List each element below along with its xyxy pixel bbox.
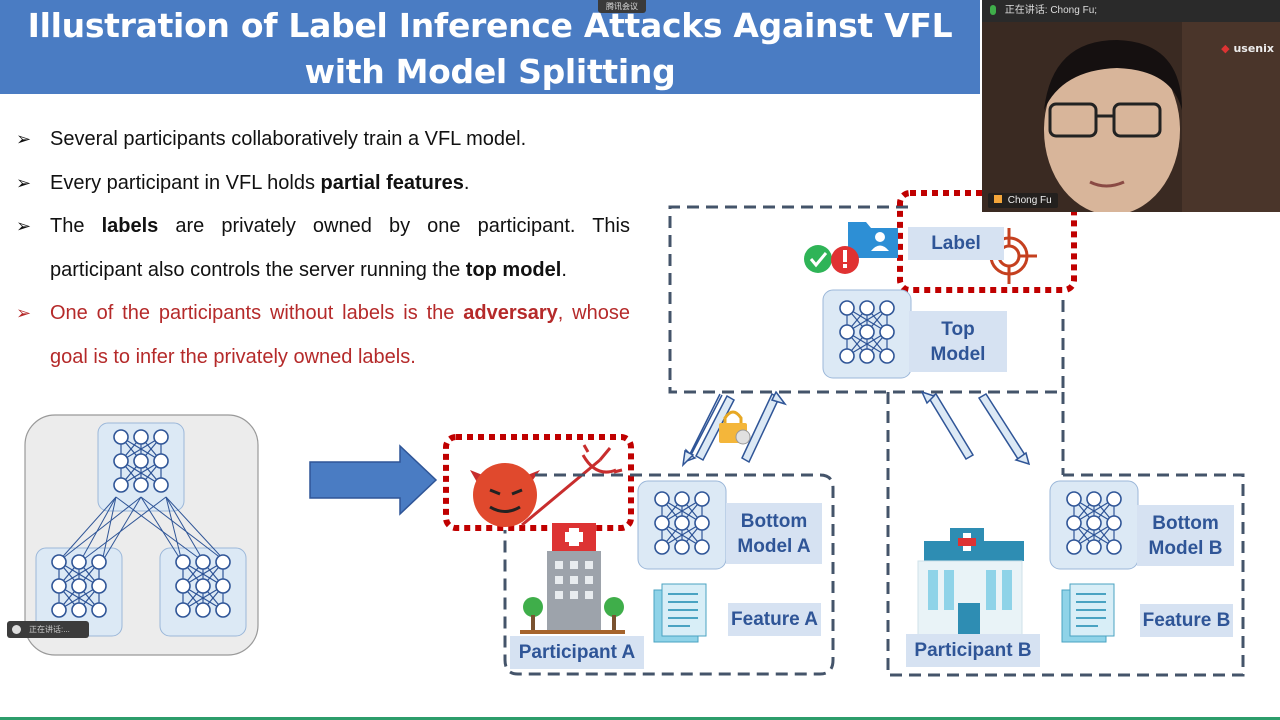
bullet-item: ➢ Several participants collaboratively tr… [16, 118, 630, 162]
feature-b-label: Feature B [1140, 604, 1233, 637]
participant-a-label: Participant A [510, 636, 644, 669]
bullet-text: Every participant in VFL holds [50, 171, 321, 194]
mic-icon [990, 5, 996, 16]
bullet-arrow-icon: ➢ [16, 303, 32, 323]
bullet-text: The [50, 215, 102, 237]
speaking-toast[interactable]: 正在讲话:... [7, 621, 89, 638]
bullet-text: . [561, 258, 567, 281]
bullet-emphasis: labels [101, 215, 159, 237]
hospital-a-icon [520, 523, 625, 634]
video-header: 正在讲话: Chong Fu; [982, 0, 1280, 22]
bullet-item: ➢ The labels are privately owned by one p… [16, 205, 630, 292]
hospital-b-icon [917, 528, 1024, 638]
user-icon [994, 195, 1002, 203]
top-model-label: Top Model [909, 311, 1007, 372]
label-label: Label [908, 227, 1004, 260]
bullet-item: ➢ Every participant in VFL holds partial … [16, 162, 630, 206]
speaker-name-tag: Chong Fu [988, 193, 1058, 208]
gradient-arrows [681, 390, 1031, 468]
meeting-app-name: 腾讯会议 [606, 2, 638, 11]
bullet-text: . [463, 171, 470, 194]
bullet-arrow-icon: ➢ [16, 129, 32, 149]
participant-b-box [886, 392, 1245, 677]
private-folder-icon [848, 222, 898, 258]
slide-title-line-1: Illustration of Label Inference Attacks … [27, 6, 953, 45]
bullet-item: ➢ One of the participants without labels … [16, 292, 630, 379]
speaker-name: Chong Fu [1007, 195, 1052, 206]
bullet-text: , whose goal is to infer the privately o… [50, 302, 630, 368]
lock-icon [719, 410, 751, 445]
overview-split-model [24, 414, 259, 656]
flow-arrow [309, 444, 438, 516]
usenix-logo-text: usenix [1233, 42, 1274, 55]
toast-avatar-icon [12, 625, 21, 634]
speaker-video-panel[interactable]: 正在讲话: Chong Fu; ◆ usenix Chong Fu [982, 0, 1280, 212]
slide-title-line-2: with Model Splitting [304, 52, 676, 91]
bullet-text: are privately owned by one participant. … [50, 215, 630, 281]
participant-b-label: Participant B [906, 634, 1040, 667]
bottom-model-a-label: Bottom Model A [726, 503, 822, 564]
adversary-box [443, 434, 634, 531]
participant-a-box [503, 473, 835, 676]
feature-a-label: Feature A [728, 603, 821, 636]
bullet-arrow-icon: ➢ [16, 172, 32, 193]
bullet-emphasis: adversary [463, 302, 558, 324]
server-box [668, 205, 1065, 394]
feature-b-doc-icon [1061, 583, 1115, 643]
bullet-arrow-icon: ➢ [16, 216, 32, 236]
bullet-emphasis: top model [465, 258, 562, 281]
toast-text: 正在讲话:... [29, 625, 70, 634]
bullet-text: Several participants collaboratively tra… [50, 128, 527, 150]
meeting-app-tab[interactable]: 腾讯会议 [598, 0, 646, 13]
feature-a-doc-icon [653, 583, 707, 643]
speaking-indicator: 正在讲话: Chong Fu; [1004, 5, 1098, 16]
check-icon [804, 245, 832, 273]
bullet-list: ➢ Several participants collaboratively tr… [16, 118, 630, 379]
taskbar-strip [0, 717, 1280, 720]
slide-title-bar: Illustration of Label Inference Attacks … [0, 0, 980, 94]
bullet-text: One of the participants without labels i… [50, 302, 464, 324]
bullet-emphasis: partial features [320, 171, 464, 194]
usenix-logo: ◆ usenix [1221, 42, 1274, 55]
bottom-model-b-label: Bottom Model B [1137, 505, 1234, 566]
speaker-avatar [982, 22, 1280, 212]
trident-icon [521, 444, 623, 527]
